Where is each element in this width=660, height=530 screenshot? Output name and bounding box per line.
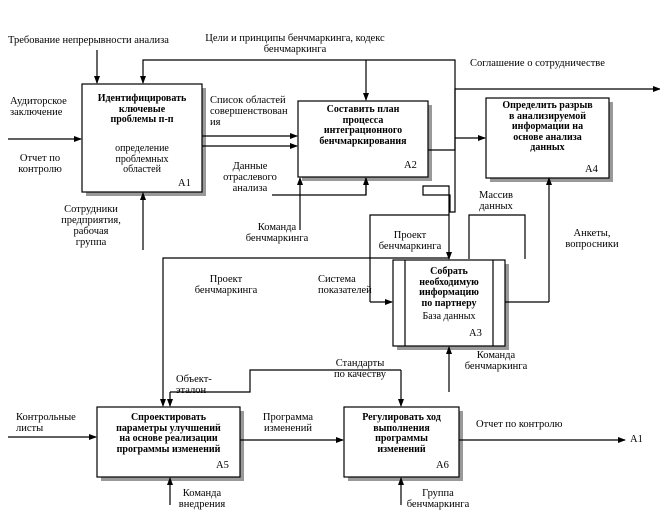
- box-a5-title: Спроектировать параметры улучшений на ос…: [116, 412, 221, 455]
- box-a1: [81, 83, 203, 193]
- label-control-report: Отчет по контролю: [18, 153, 62, 175]
- label-team-implementation: Команда внедрения: [178, 488, 226, 510]
- box-a3-title: Собрать необходимую информацию по партне…: [419, 266, 479, 309]
- label-cooperation-agreement: Соглашение о сотрудничестве: [470, 58, 605, 69]
- label-benchmarking-group: Группа бенчмаркинга: [406, 488, 470, 510]
- label-control-report-output: Отчет по контролю: [476, 419, 563, 430]
- label-team-a3: Команда бенчмаркинга: [464, 350, 528, 372]
- box-a3-subtitle: База данных: [422, 311, 476, 322]
- label-data-array: Массив данных: [479, 190, 513, 212]
- label-industry-data: Данные отраслевого анализа: [223, 161, 277, 194]
- box-a2: [297, 100, 429, 178]
- label-change-program: Программа изменений: [262, 412, 314, 434]
- box-a1-title: Идентифицировать ключевые проблемы п-п: [97, 93, 187, 125]
- box-a6-number: А6: [436, 460, 449, 471]
- box-a4-number: А4: [585, 164, 598, 175]
- label-project-a3: Проект бенчмаркинга: [378, 230, 442, 252]
- box-a2-title: Составить план процесса интеграционного …: [319, 104, 407, 147]
- box-a1-number: А1: [178, 178, 191, 189]
- label-goals-principles: Цели и принципы бенчмаркинга, кодекс бен…: [205, 33, 385, 55]
- label-team-a2: Команда бенчмаркинга: [245, 222, 309, 244]
- box-a1-subtitle: определение проблемных областей: [115, 143, 169, 175]
- label-indicator-system: Система показателей: [318, 274, 372, 296]
- label-improvement-areas: Список областей совершенствован ия: [210, 95, 288, 128]
- box-a4-title: Определить разрыв в анализируемой информ…: [502, 100, 593, 153]
- box-a5-number: А5: [216, 460, 229, 471]
- box-a3-number: А3: [469, 328, 482, 339]
- box-a5: [96, 406, 241, 478]
- box-a3: [392, 259, 506, 347]
- label-continuity-requirement: Требование непрерывности анализа: [8, 35, 169, 46]
- label-audit-report: Аудиторское заключение: [10, 96, 67, 118]
- box-a6-title: Регулировать ход выполнения программы из…: [362, 412, 441, 455]
- label-quality-standards: Стандарты по качеству: [334, 358, 386, 380]
- label-reference-object: Объект- эталон: [176, 374, 212, 396]
- label-checklists: Контрольные листы: [16, 412, 76, 434]
- label-staff: Сотрудники предприятия, рабочая группа: [61, 204, 121, 248]
- box-a2-number: А2: [404, 160, 417, 171]
- label-a1-reference: А1: [630, 434, 643, 445]
- label-questionnaires: Анкеты, вопросники: [565, 228, 619, 250]
- label-project-a5: Проект бенчмаркинга: [194, 274, 258, 296]
- box-a4: [485, 97, 610, 179]
